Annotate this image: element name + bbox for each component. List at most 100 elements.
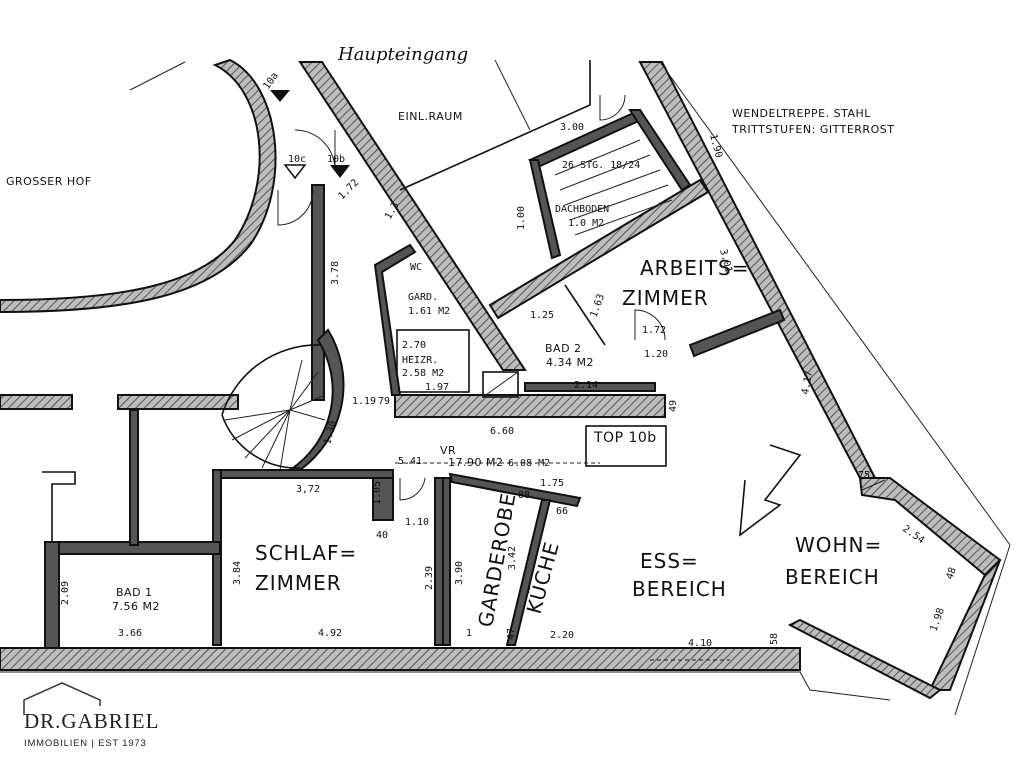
wohn-bottom-wall (787, 618, 942, 700)
dim-372: 3,72 (296, 484, 320, 495)
dim-198: 1.98 (928, 607, 947, 633)
note-haupteingang: Haupteingang (337, 44, 468, 65)
bad1-left-wall (44, 541, 60, 653)
dim-47: 47 (506, 628, 517, 640)
garderobe-left-wall (442, 477, 451, 646)
door-swing-6 (861, 479, 886, 491)
label-grosser-hof: GROSSER HOF (6, 175, 92, 188)
shaft-cross (482, 371, 519, 398)
dim-130: 1.30 (322, 420, 339, 446)
label-heizr: HEIZR. (402, 355, 438, 366)
label-unit: TOP 10b (593, 430, 657, 446)
label-vr-area: 17.90 M2 (448, 456, 503, 469)
dachboden-walls (528, 108, 647, 169)
label-gard: GARD. (408, 292, 438, 303)
dim-175: 1.75 (540, 478, 564, 489)
bottom-exterior-wall (0, 647, 801, 671)
dim-88: 88 (518, 490, 530, 501)
schlaf-left-wall (212, 469, 222, 646)
label-bad1-area: 7.56 M2 (112, 600, 160, 613)
dim-492: 4.92 (318, 628, 342, 639)
dim-366: 3.66 (118, 628, 142, 639)
dim-214: 2.14 (574, 380, 598, 391)
right-bottom-wall (928, 559, 1001, 691)
einl-raum-outline (399, 60, 591, 191)
dim-239: 2.39 (424, 566, 435, 590)
label-bad1: BAD 1 (116, 586, 153, 599)
left-horizontal-wall (0, 394, 73, 410)
dim-58: 58 (769, 633, 780, 645)
dim-417: 4.17 (800, 370, 815, 396)
spiral-stair (221, 328, 345, 471)
label-wc: WC (410, 262, 422, 273)
closet-wall (372, 477, 394, 521)
door-swing-3 (634, 309, 666, 341)
label-dachboden: DACHBODEN (555, 204, 609, 215)
schlaf-right-wall (434, 477, 444, 646)
dim-48: 48 (944, 566, 958, 581)
label-einl-raum: EINL.RAUM (398, 110, 463, 123)
wc-gard-wall (373, 243, 417, 396)
pillar-wall (129, 409, 139, 546)
kuche-diagonal-wall (448, 472, 582, 508)
dim-105: 1.05 (372, 481, 383, 505)
dim-608: 6.08 M2 (508, 458, 550, 469)
heizr-box (396, 329, 470, 393)
dim-254: 2.54 (900, 523, 926, 546)
bad2-wall (524, 382, 656, 392)
label-schlaf: SCHLAF= (255, 541, 357, 565)
dim-390: 3.90 (454, 561, 465, 585)
company-logo: DR.GABRIEL IMMOBILIEN | EST 1973 (23, 682, 158, 749)
dim-220: 2.20 (550, 630, 574, 641)
left-niche (42, 471, 76, 542)
exterior-outline (659, 61, 1011, 546)
note-wendel1: WENDELTREPPE. STAHL (732, 107, 871, 120)
dim-172a: 1.72 (336, 177, 361, 202)
label-arbeits: ARBEITS= (640, 256, 750, 280)
label-ess: ESS= (640, 549, 699, 573)
bottom-wall-outline (0, 671, 891, 701)
arbeits-top-wall (488, 178, 710, 320)
label-bad2: BAD 2 (545, 342, 582, 355)
dim-10a: 10a (261, 71, 280, 92)
dachboden-left-wall (528, 159, 562, 260)
dim-125: 1.25 (530, 310, 554, 321)
schlaf-top-wall (212, 469, 394, 479)
service-stair (554, 139, 673, 236)
dim-342: 3.42 (507, 546, 518, 570)
mid-left-horizontal-wall (117, 394, 239, 410)
dim-10c: 10c (288, 154, 306, 165)
dim-75: 75 (858, 470, 870, 481)
dim-40: 40 (376, 530, 388, 541)
dachboden-right-wall (628, 109, 692, 192)
door-swing-1 (399, 477, 426, 501)
entrance-marker-10b (330, 165, 350, 178)
exterior-outline-2 (954, 544, 1011, 716)
arbeits-left-line (564, 284, 606, 346)
label-schlaf-zimmer: ZIMMER (255, 571, 342, 595)
dim-49: 49 (668, 400, 679, 412)
label-wohn: WOHN= (795, 533, 882, 557)
entrance-marker-10a (270, 90, 290, 102)
note-wendel2: TRITTSTUFEN: GITTERROST (731, 123, 894, 136)
label-arbeits-zimmer: ZIMMER (622, 286, 709, 310)
dim-119: 1.19 (352, 396, 376, 407)
door-swing-4 (599, 94, 626, 121)
dim-384: 3.84 (232, 561, 243, 585)
courtyard-edge (129, 61, 186, 91)
label-wohn-bereich: BEREICH (785, 565, 880, 589)
dim-120: 1.20 (644, 349, 668, 360)
logo-tagline: IMMOBILIEN | EST 1973 (24, 738, 147, 749)
dim-110: 1.10 (405, 517, 429, 528)
arbeits-bottom-wall (688, 308, 786, 358)
dim-100: 1.00 (516, 206, 527, 230)
dim-172b: 1.72 (642, 325, 666, 336)
label-ess-bereich: BEREICH (632, 577, 727, 601)
logo-house-icon (23, 682, 101, 715)
shaft-box (482, 371, 519, 398)
entrance-vertical-wall (311, 184, 325, 401)
kuche-right-wall (505, 499, 552, 646)
door-swing-2 (277, 189, 314, 226)
dim-163: 1.63 (588, 293, 607, 319)
